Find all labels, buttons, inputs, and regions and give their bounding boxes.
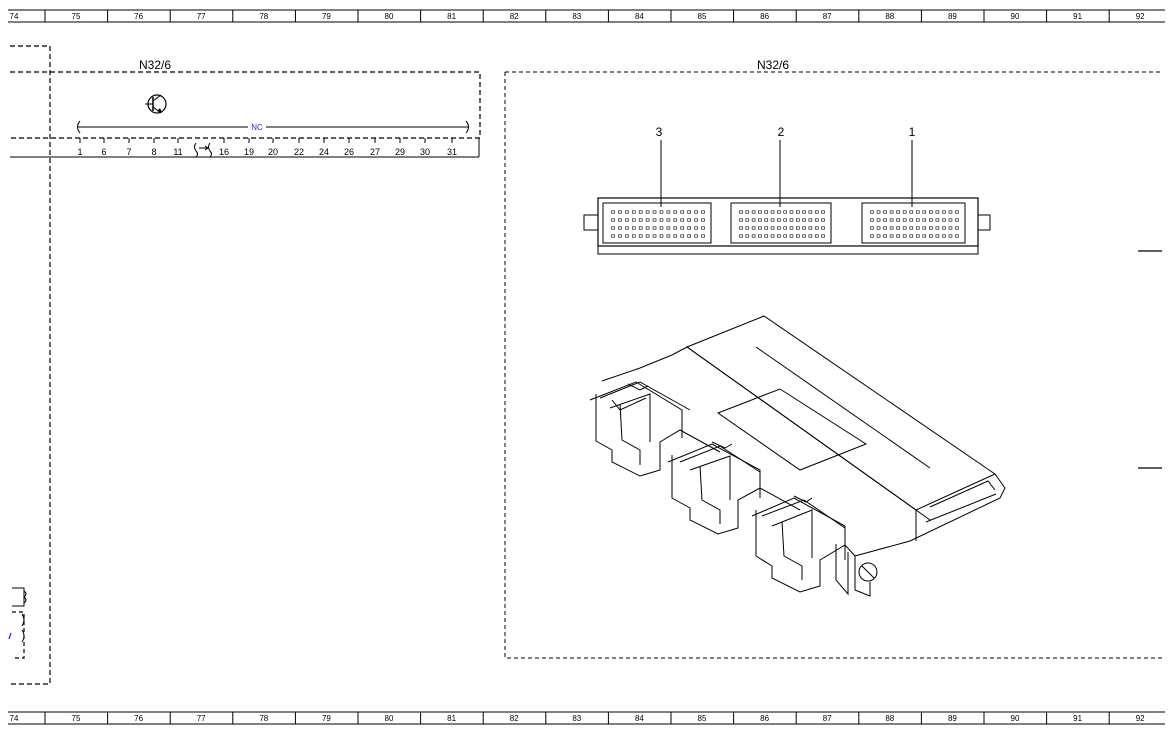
ruler-column-label: 90 (1011, 12, 1020, 21)
pin-number: 11 (173, 147, 182, 157)
connector-label-3: 3 (656, 125, 663, 139)
component-label-right: N32/6 (757, 58, 789, 72)
ruler-column-label: 83 (572, 714, 581, 723)
ruler-column-label: 86 (760, 714, 769, 723)
ruler-column-label: 89 (948, 12, 957, 21)
ruler-column-label: 86 (760, 12, 769, 21)
ruler-column-label: 89 (948, 714, 957, 723)
ruler-column-label: 78 (259, 12, 268, 21)
pin-number: 30 (420, 147, 430, 157)
connector-break-icon (194, 142, 212, 158)
pin-number: 19 (244, 147, 254, 157)
ruler-column-label: 84 (635, 12, 644, 21)
connector-label-1: 1 (909, 125, 916, 139)
ruler-column-label: 74 (10, 714, 19, 723)
ruler-column-label: 84 (635, 714, 644, 723)
ruler-column-label: 82 (510, 12, 519, 21)
pin-number: 31 (447, 147, 457, 157)
pin-number: 20 (268, 147, 278, 157)
ruler-column-label: 77 (197, 12, 206, 21)
ruler-column-label: 79 (322, 714, 331, 723)
connector-label-2: 2 (778, 125, 785, 139)
pin-number: 29 (395, 147, 405, 157)
ruler-column-label: 85 (698, 12, 707, 21)
pin-number: 27 (370, 147, 380, 157)
ruler-column-label: 75 (72, 714, 81, 723)
partial-terminal-symbols (8, 587, 27, 659)
connector-front-drawing (583, 197, 991, 255)
ruler-column-label: 76 (134, 714, 143, 723)
ruler-column-label: 92 (1136, 12, 1145, 21)
ruler-column-label: 82 (510, 714, 519, 723)
ruler-column-label: 88 (885, 12, 894, 21)
ruler-top: 74 75 76 77 78 79 80 81 82 83 84 85 86 87 88 89 90 91 92 (8, 9, 1165, 23)
pin-number: 22 (294, 147, 304, 157)
ruler-column-label: 78 (259, 714, 268, 723)
pin-number: 6 (101, 147, 106, 157)
ruler-column-label: 74 (10, 12, 19, 21)
ruler-column-label: 91 (1073, 714, 1082, 723)
ruler-column-label: 87 (823, 714, 832, 723)
ruler-column-label: 88 (885, 714, 894, 723)
pin-number: 26 (344, 147, 354, 157)
ruler-column-label: 75 (72, 12, 81, 21)
ecu-isometric-drawing (589, 315, 1006, 597)
pin-number: 16 (219, 147, 229, 157)
right-panel: N32/6 3 2 1 (504, 58, 1162, 659)
nc-label: NC (251, 123, 263, 132)
ruler-column-label: 76 (134, 12, 143, 21)
ruler-column-label: 79 (322, 12, 331, 21)
ruler-column-label: 80 (385, 12, 394, 21)
ruler-column-label: 87 (823, 12, 832, 21)
ruler-column-label: 85 (698, 714, 707, 723)
ruler-column-label: 77 (197, 714, 206, 723)
ruler-column-label: 81 (447, 714, 456, 723)
ruler-column-label: 90 (1011, 714, 1020, 723)
pin-number: 7 (126, 147, 131, 157)
ruler-column-label: 91 (1073, 12, 1082, 21)
component-label-left: N32/6 (139, 58, 171, 72)
ruler-column-label: 83 (572, 12, 581, 21)
transistor-icon (145, 94, 167, 114)
pin-number: 24 (319, 147, 329, 157)
ruler-column-label: 92 (1136, 714, 1145, 723)
pin-number: 1 (77, 147, 82, 157)
ruler-column-label: 81 (447, 12, 456, 21)
pin-number: 8 (151, 147, 156, 157)
ruler-bottom: 74 75 76 77 78 79 80 81 82 83 84 85 86 87 88 89 90 91 92 (8, 711, 1165, 725)
ruler-column-label: 80 (385, 714, 394, 723)
